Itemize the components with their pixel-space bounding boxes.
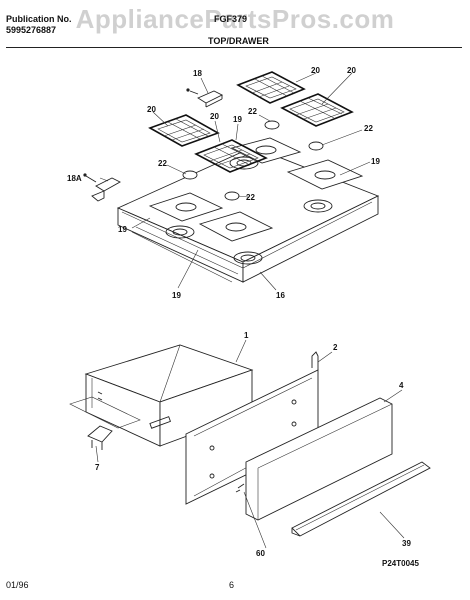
burner-ring-upper [264, 120, 280, 130]
callout-20-a: 20 [311, 66, 320, 75]
publication-number: 5995276887 [6, 25, 57, 35]
drawer-outer-panel [235, 397, 393, 521]
burner-front-right [233, 251, 263, 265]
callout-22-b: 22 [364, 124, 373, 133]
callout-20-b: 20 [347, 66, 356, 75]
grate-top-right [280, 93, 354, 127]
leader-lines-bottom [95, 339, 405, 549]
callout-2: 2 [333, 343, 338, 352]
burner-ring-right [308, 141, 324, 151]
publication-label: Publication No. [6, 14, 72, 24]
drawer-glide-7 [69, 396, 141, 450]
callout-19-b: 19 [371, 157, 380, 166]
drip-pan-rear-right [286, 159, 364, 190]
callout-1: 1 [244, 331, 249, 340]
part-18-clip [186, 88, 224, 108]
callout-19-d: 19 [172, 291, 181, 300]
drip-pan-rear-left [230, 137, 302, 164]
drip-pan-front-left [148, 192, 224, 222]
burner-ring-left [182, 170, 198, 180]
callout-19-c: 19 [118, 225, 127, 234]
callout-19-a: 19 [233, 115, 242, 124]
callout-22-c: 22 [158, 159, 167, 168]
callout-22-a: 22 [248, 107, 257, 116]
callout-18a: 18A [67, 174, 82, 183]
callout-20-c: 20 [147, 105, 156, 114]
callout-18: 18 [193, 69, 202, 78]
burner-ring-front [224, 191, 240, 201]
callout-7: 7 [95, 463, 100, 472]
callout-22-d: 22 [246, 193, 255, 202]
drawer-box [84, 344, 254, 447]
drawer-handle [291, 461, 431, 537]
callout-labels: 18 20 20 20 20 19 22 22 22 19 18A 22 19 … [67, 66, 419, 568]
grate-top-center [236, 71, 306, 104]
burner-front-left [165, 225, 195, 239]
callout-16: 16 [276, 291, 285, 300]
callout-39: 39 [402, 539, 411, 548]
grate-left [148, 114, 220, 147]
footer-date: 01/96 [6, 580, 29, 590]
model-number: FGF379 [214, 14, 248, 24]
callout-4: 4 [399, 381, 404, 390]
drip-pan-front-right [198, 211, 274, 242]
part-18a-bracket [83, 173, 121, 202]
callout-60: 60 [256, 549, 265, 558]
leader-lines-top [99, 72, 371, 291]
header-rule [6, 47, 462, 48]
callout-20-d: 20 [210, 112, 219, 121]
footer-page: 6 [229, 580, 235, 590]
burner-rear-right [303, 199, 333, 213]
diagram-id: P24T0045 [382, 559, 419, 568]
grate-center [194, 139, 268, 173]
section-title: TOP/DRAWER [208, 36, 269, 46]
